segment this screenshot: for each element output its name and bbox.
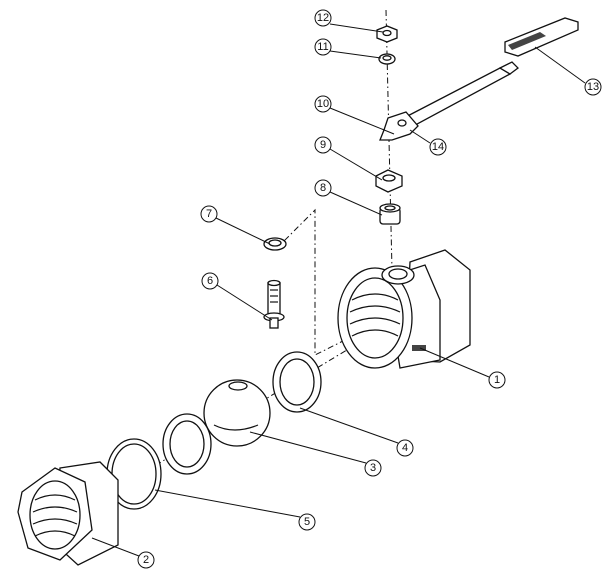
- callout-number: 5: [304, 516, 310, 528]
- callout-4: 4: [396, 439, 414, 457]
- part-body-seat: [272, 351, 322, 413]
- part-stem: [263, 279, 285, 329]
- callout-circle: [137, 551, 155, 569]
- callout-number: 14: [432, 141, 444, 153]
- part-end-cap: [17, 461, 119, 566]
- callout-circle: [488, 371, 506, 389]
- callout-circle: [584, 78, 602, 96]
- part-handle: [379, 61, 519, 141]
- callout-8: 8: [314, 179, 332, 197]
- callout-number: 13: [587, 81, 599, 93]
- callout-circle: [200, 205, 218, 223]
- callout-circle: [298, 513, 316, 531]
- part-seal-ring: [106, 438, 162, 510]
- part-washer: [378, 53, 396, 65]
- callout-number: 8: [320, 182, 326, 194]
- part-ball: [203, 379, 271, 447]
- callout-number: 9: [320, 139, 326, 151]
- callout-6: 6: [201, 272, 219, 290]
- part-seat-ring: [162, 413, 212, 475]
- part-nut: [376, 25, 398, 43]
- callout-7: 7: [200, 205, 218, 223]
- callout-3: 3: [364, 459, 382, 477]
- callout-10: 10: [314, 95, 332, 113]
- part-body: [337, 249, 471, 369]
- stem-axis: [385, 9, 393, 271]
- callout-1: 1: [488, 371, 506, 389]
- callout-number: 10: [317, 98, 329, 110]
- callout-number: 7: [206, 208, 212, 220]
- callout-circle: [314, 9, 332, 27]
- callout-number: 1: [494, 374, 500, 386]
- stem-guide-line: [274, 208, 346, 356]
- leader-lines: [91, 23, 586, 557]
- callout-number: 2: [143, 554, 149, 566]
- callout-circle: [314, 136, 332, 154]
- part-gland-nut: [375, 169, 403, 193]
- callout-circle: [314, 38, 332, 56]
- callout-number: 3: [370, 462, 376, 474]
- callout-circle: [314, 95, 332, 113]
- callout-number: 4: [402, 442, 408, 454]
- callout-number: 6: [207, 275, 213, 287]
- callout-circle: [201, 272, 219, 290]
- callout-9: 9: [314, 136, 332, 154]
- part-packing: [379, 203, 401, 225]
- callout-number: 11: [317, 41, 328, 53]
- callout-2: 2: [137, 551, 155, 569]
- part-handle-grip: [504, 17, 579, 57]
- callout-13: 13: [584, 78, 602, 96]
- callout-circle: [396, 439, 414, 457]
- callout-14: 14: [429, 138, 447, 156]
- part-thrust-washer: [263, 237, 287, 251]
- callout-5: 5: [298, 513, 316, 531]
- callout-circle: [429, 138, 447, 156]
- callout-12: 12: [314, 9, 332, 27]
- callout-circle: [364, 459, 382, 477]
- callout-11: 11: [314, 38, 332, 56]
- callout-circle: [314, 179, 332, 197]
- callout-number: 12: [317, 12, 329, 24]
